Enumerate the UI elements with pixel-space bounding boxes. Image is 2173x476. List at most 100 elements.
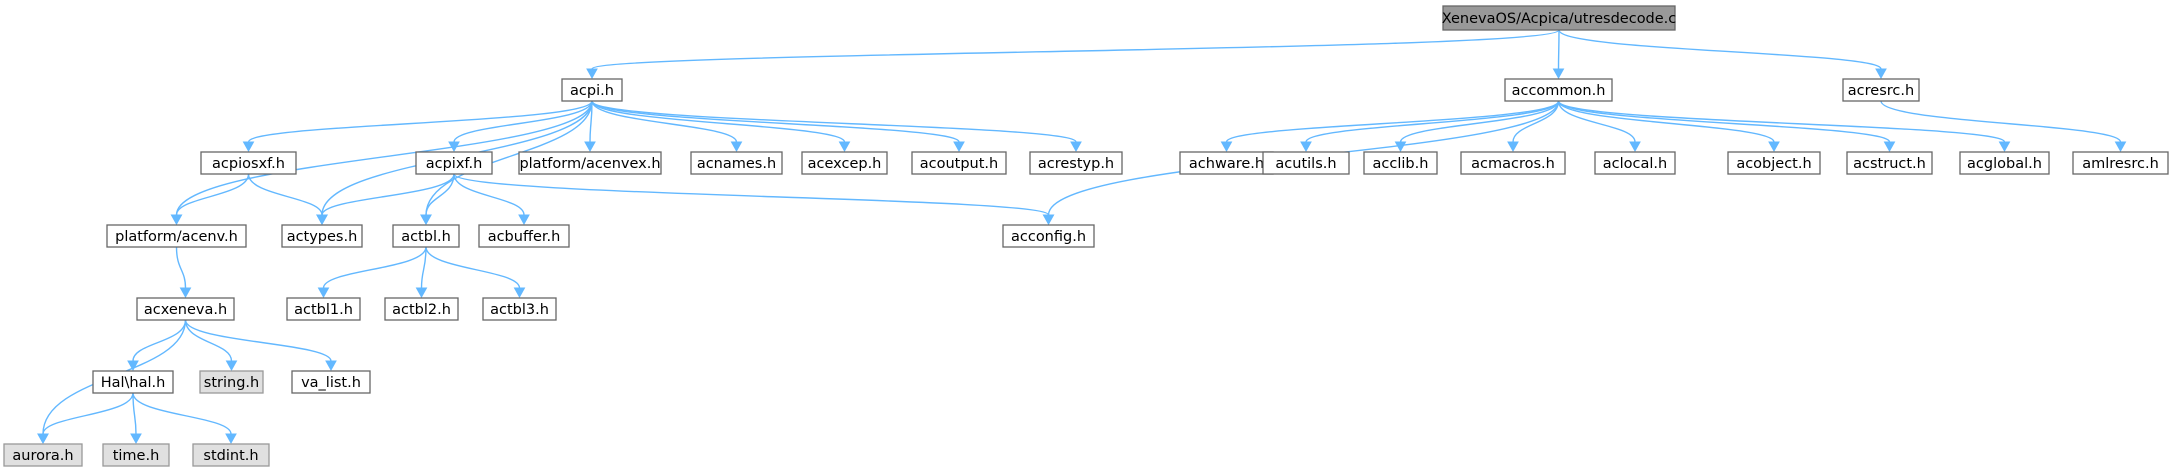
node-acenv[interactable]: platform/acenv.h	[106, 224, 247, 248]
node-acclib[interactable]: acclib.h	[1363, 151, 1438, 175]
edge-acpiosxf-to-actypes	[247, 173, 328, 226]
node-label-acmacros: acmacros.h	[1471, 156, 1555, 172]
node-valist[interactable]: va_list.h	[291, 370, 371, 394]
node-actbl[interactable]: actbl.h	[392, 224, 460, 248]
edge-acenv-to-acxeneva	[175, 246, 192, 299]
node-box-actypes	[281, 224, 363, 248]
node-amlresrc[interactable]: amlresrc.h	[2072, 151, 2169, 175]
node-box-acconfig	[1002, 224, 1095, 248]
node-label-acutils: acutils.h	[1275, 156, 1336, 172]
node-label-actbl2: actbl2.h	[392, 302, 451, 318]
node-box-acrestyp	[1029, 151, 1123, 175]
node-label-acpi: acpi.h	[570, 83, 614, 99]
edge-accommon-to-acglobal	[1557, 100, 2011, 153]
node-acmacros[interactable]: acmacros.h	[1460, 151, 1566, 175]
node-label-aclocal: aclocal.h	[1603, 156, 1667, 172]
node-root[interactable]: XenevaOS/Acpica/utresdecode.c	[1442, 5, 1677, 31]
node-box-acoutput	[911, 151, 1007, 175]
edge-accommon-to-achware	[1220, 100, 1560, 153]
node-accommon[interactable]: accommon.h	[1504, 78, 1613, 102]
node-box-stdint	[192, 443, 270, 467]
node-box-acpixf	[415, 151, 493, 175]
node-aclocal[interactable]: aclocal.h	[1594, 151, 1676, 175]
node-acxeneva[interactable]: acxeneva.h	[136, 297, 235, 321]
edge-acxeneva-to-string	[184, 319, 238, 372]
node-label-root: XenevaOS/Acpica/utresdecode.c	[1442, 11, 1677, 27]
node-stdint: stdint.h	[192, 443, 270, 467]
node-actypes[interactable]: actypes.h	[281, 224, 363, 248]
node-halh[interactable]: Hal\hal.h	[92, 370, 174, 394]
node-acnames[interactable]: acnames.h	[690, 151, 783, 175]
edge-accommon-to-acclib	[1394, 100, 1560, 153]
node-box-acenvex	[518, 151, 662, 175]
node-box-acobject	[1727, 151, 1821, 175]
node-label-actbl1: actbl1.h	[294, 302, 353, 318]
node-actbl2[interactable]: actbl2.h	[384, 297, 459, 321]
edge-acpiosxf-to-acenv	[170, 173, 250, 226]
node-box-root	[1442, 5, 1676, 31]
node-label-acrestyp: acrestyp.h	[1038, 156, 1114, 172]
node-acglobal[interactable]: acglobal.h	[1959, 151, 2050, 175]
node-acenvex[interactable]: platform/acenvex.h	[518, 151, 662, 175]
edge-accommon-to-acstruct	[1557, 100, 1896, 153]
node-box-valist	[291, 370, 371, 394]
node-label-actbl: actbl.h	[401, 229, 451, 245]
node-box-acpiosxf	[200, 151, 297, 175]
node-label-acexcep: acexcep.h	[808, 156, 882, 172]
node-acrestyp[interactable]: acrestyp.h	[1029, 151, 1123, 175]
node-acpi[interactable]: acpi.h	[561, 78, 623, 102]
node-label-acclib: acclib.h	[1373, 156, 1429, 172]
node-box-acclib	[1363, 151, 1438, 175]
edge-halh-to-stdint	[132, 392, 237, 445]
node-label-achware: achware.h	[1189, 156, 1264, 172]
node-box-acbuffer	[478, 224, 570, 248]
node-acoutput[interactable]: acoutput.h	[911, 151, 1007, 175]
node-achware[interactable]: achware.h	[1179, 151, 1274, 175]
edge-acpixf-to-actypes	[316, 173, 455, 226]
node-box-acnames	[690, 151, 783, 175]
node-acpixf[interactable]: acpixf.h	[415, 151, 493, 175]
node-label-valist: va_list.h	[301, 375, 361, 391]
edge-acpi-to-acnames	[591, 100, 743, 153]
node-box-acxeneva	[136, 297, 235, 321]
node-acpiosxf[interactable]: acpiosxf.h	[200, 151, 297, 175]
node-label-acxeneva: acxeneva.h	[144, 302, 227, 318]
node-acutils[interactable]: acutils.h	[1262, 151, 1350, 175]
node-box-acutils	[1262, 151, 1350, 175]
node-acconfig[interactable]: acconfig.h	[1002, 224, 1095, 248]
edge-acpixf-to-acconfig	[453, 173, 1055, 226]
node-box-time	[102, 443, 170, 467]
node-box-amlresrc	[2072, 151, 2169, 175]
node-label-acconfig: acconfig.h	[1011, 229, 1086, 245]
node-label-string: string.h	[204, 375, 259, 391]
node-acobject[interactable]: acobject.h	[1727, 151, 1821, 175]
node-box-aclocal	[1594, 151, 1676, 175]
edge-root-to-acresrc	[1558, 29, 1887, 80]
node-label-acnames: acnames.h	[697, 156, 776, 172]
node-actbl3[interactable]: actbl3.h	[482, 297, 557, 321]
edge-accommon-to-acutils	[1300, 100, 1560, 153]
node-label-acstruct: acstruct.h	[1853, 156, 1926, 172]
node-box-acstruct	[1846, 151, 1933, 175]
node-label-acobject: acobject.h	[1736, 156, 1811, 172]
node-acstruct[interactable]: acstruct.h	[1846, 151, 1933, 175]
node-acresrc[interactable]: acresrc.h	[1842, 78, 1920, 102]
node-box-acresrc	[1842, 78, 1920, 102]
node-box-acmacros	[1460, 151, 1566, 175]
node-acexcep[interactable]: acexcep.h	[801, 151, 888, 175]
node-aurora: aurora.h	[3, 443, 83, 467]
edge-acpi-to-acpiosxf	[242, 100, 593, 153]
node-box-aurora	[3, 443, 83, 467]
edge-accommon-to-aclocal	[1557, 100, 1641, 153]
node-box-actbl	[392, 224, 460, 248]
edge-accommon-to-acmacros	[1507, 100, 1560, 153]
edge-acpixf-to-actbl	[420, 173, 455, 226]
node-acbuffer[interactable]: acbuffer.h	[478, 224, 570, 248]
node-box-acpi	[561, 78, 623, 102]
node-box-actbl3	[482, 297, 557, 321]
node-actbl1[interactable]: actbl1.h	[286, 297, 361, 321]
node-box-actbl2	[384, 297, 459, 321]
edge-acxeneva-to-halh	[127, 319, 187, 372]
edge-acresrc-to-amlresrc	[1880, 100, 2127, 153]
